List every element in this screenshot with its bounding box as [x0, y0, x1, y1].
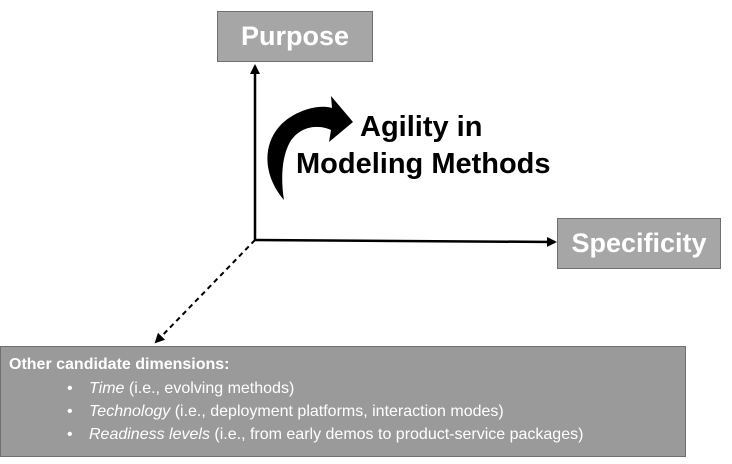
- dimension-detail: (i.e., evolving methods): [124, 380, 295, 397]
- bullet-icon: •: [67, 380, 73, 397]
- specificity-axis-box: Specificity: [557, 218, 721, 269]
- candidate-dimensions-list: • Time (i.e., evolving methods) • Technolo…: [9, 377, 677, 446]
- list-item: • Technology (i.e., deployment platforms,…: [67, 400, 677, 423]
- candidate-dimensions-box: Other candidate dimensions: • Time (i.e.,…: [0, 346, 686, 457]
- dimension-term: Technology: [89, 403, 171, 420]
- dashed-depth-axis-arrow: [154, 239, 256, 344]
- bullet-icon: •: [67, 426, 73, 443]
- list-item: • Time (i.e., evolving methods): [67, 377, 677, 400]
- specificity-axis-label: Specificity: [571, 228, 707, 258]
- center-title-line1: Agility in: [360, 111, 483, 143]
- candidate-dimensions-title: Other candidate dimensions:: [9, 356, 230, 373]
- center-title-line2: Modeling Methods: [296, 148, 551, 180]
- dimension-term: Readiness levels: [89, 426, 210, 443]
- list-item: • Readiness levels (i.e., from early demo…: [67, 423, 677, 446]
- curved-arrow-icon: [267, 96, 353, 200]
- dimension-detail: (i.e., from early demos to product-servi…: [209, 426, 584, 443]
- purpose-axis-label: Purpose: [240, 21, 350, 51]
- dimension-detail: (i.e., deployment platforms, interaction…: [170, 403, 504, 420]
- purpose-axis-box: Purpose: [217, 11, 373, 62]
- bullet-icon: •: [67, 403, 73, 420]
- dimension-term: Time: [89, 380, 125, 397]
- horizontal-axis-arrow: [254, 236, 557, 247]
